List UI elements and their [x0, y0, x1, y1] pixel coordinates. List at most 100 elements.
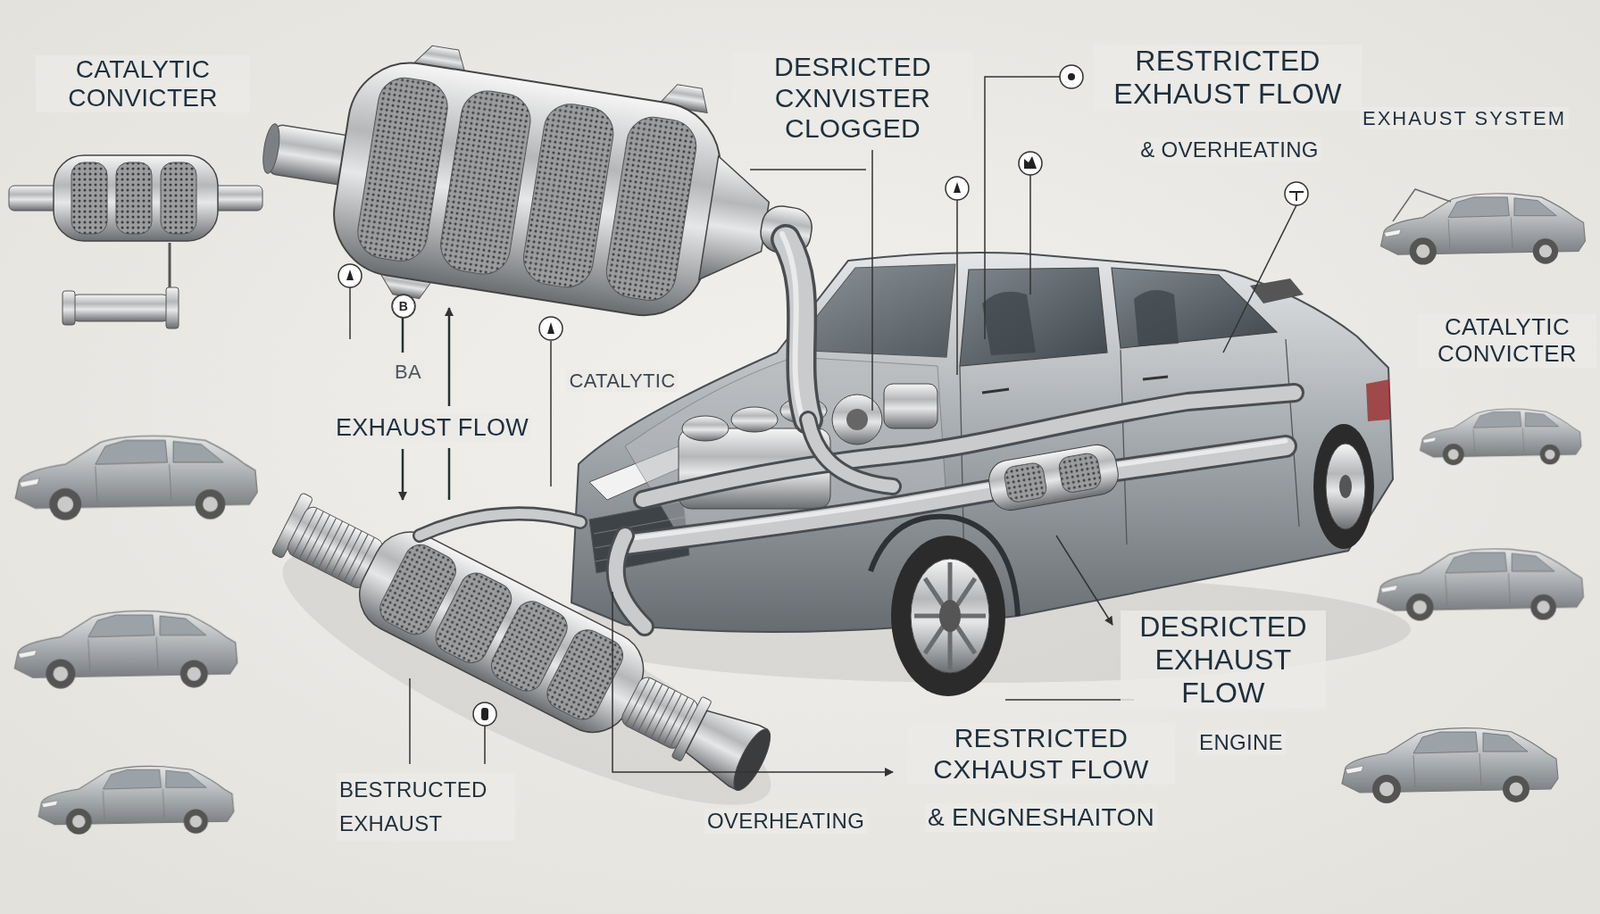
pipe-part	[166, 287, 179, 329]
exhaust-pipe	[616, 535, 645, 627]
flow-arrow	[402, 308, 450, 500]
car-illustration	[982, 376, 1168, 393]
wheel	[1325, 443, 1366, 530]
leader-line	[349, 287, 351, 340]
car-illustration	[731, 407, 778, 433]
converter-large	[325, 53, 729, 325]
car-thumbnail	[14, 189, 1585, 835]
callout-icon	[1024, 156, 1037, 169]
converter-large	[519, 100, 617, 292]
converter-large	[354, 74, 452, 266]
callout-label: OVERHEATING	[704, 808, 867, 834]
converter-large	[602, 113, 700, 305]
wheel	[1339, 475, 1352, 499]
exhaust-pipe	[419, 513, 581, 536]
exhaust-pipe	[1057, 451, 1102, 494]
callout-icon	[547, 322, 555, 334]
flow-label: BA	[391, 360, 425, 384]
converter-small	[116, 162, 152, 234]
exhaust-pipe	[1002, 461, 1048, 504]
wheel	[910, 558, 990, 674]
wheel	[891, 535, 1006, 697]
callout-icon	[473, 702, 497, 726]
leader-line	[1056, 535, 1113, 625]
car-thumbnail	[14, 610, 237, 689]
callout-subheading: & OVERHEATING	[1137, 137, 1322, 163]
car-thumbnail	[1419, 408, 1582, 466]
exhaust-pipe	[808, 419, 893, 487]
pipe-part	[71, 294, 170, 322]
exhaust-pipe	[642, 392, 1295, 500]
car-illustration	[846, 408, 868, 431]
converter-small	[160, 162, 197, 234]
converter-lower	[292, 508, 375, 585]
converter-small	[53, 155, 218, 242]
callout-subheading: & ENGNESHAITON	[925, 803, 1158, 833]
exhaust-pipe	[985, 441, 1122, 514]
exhaust-pipe	[625, 446, 1286, 545]
part-title: CATALYTIC CONVICTER	[1417, 314, 1597, 368]
exhaust-pipe	[419, 233, 1295, 627]
callout-heading: DESRICTED CXNVISTER CLOGGED	[732, 51, 974, 145]
leader-line	[1029, 175, 1032, 295]
callout-icon	[1284, 182, 1309, 206]
callout-icon	[539, 316, 563, 341]
car-illustration	[982, 290, 1179, 356]
converter-lower	[726, 725, 777, 796]
pipe-part	[168, 242, 172, 292]
leader-line	[612, 591, 893, 773]
wheel	[939, 600, 961, 633]
exhaust-pipe	[985, 441, 1122, 514]
pipe-part	[62, 242, 179, 329]
exhaust-pipe	[419, 513, 581, 536]
car-illustration	[682, 416, 729, 442]
callout-icon	[481, 708, 489, 721]
callout-icon	[945, 176, 969, 200]
car-thumbnail	[38, 766, 234, 834]
leader-line	[984, 76, 1060, 340]
converter-small	[8, 155, 263, 242]
part-label: ENGINE	[1196, 730, 1286, 756]
exhaust-pipe	[782, 233, 802, 417]
leader-line	[1223, 205, 1297, 353]
wheel	[914, 562, 986, 670]
car-thumbnail	[1392, 189, 1451, 222]
wheel	[1313, 424, 1375, 550]
car-thumbnail	[15, 435, 258, 520]
leader-line	[1005, 699, 1134, 701]
callout-icon	[391, 294, 416, 318]
flow-label: EXHAUST FLOW	[333, 414, 532, 442]
exhaust-pipe	[642, 392, 1295, 500]
exhaust-pipe	[808, 419, 893, 487]
car-illustration	[832, 394, 883, 445]
callout-heading: RESTRICTED EXHAUST FLOW	[1093, 44, 1362, 111]
leader-line	[550, 341, 552, 487]
callout-label: BESTRUCTED EXHAUST	[336, 773, 516, 842]
callout-icon	[1289, 191, 1304, 201]
leader-line	[956, 200, 959, 375]
callout-icon	[338, 264, 362, 288]
converter-small	[71, 162, 108, 234]
callout-icon	[1059, 65, 1084, 89]
car-thumbnail	[1376, 549, 1584, 622]
callout-icon	[1018, 151, 1042, 175]
car-illustration	[1366, 379, 1390, 422]
callout-icon	[1067, 73, 1075, 81]
car-thumbnail	[1341, 728, 1559, 804]
callout-heading: RESTRICTED CXHAUST FLOW	[907, 723, 1175, 785]
leader-line	[750, 168, 867, 171]
car-thumbnail	[1380, 193, 1585, 266]
converter-large	[260, 123, 284, 175]
flow-arrow	[401, 317, 405, 353]
section-label: EXHAUST SYSTEM	[1359, 107, 1569, 130]
car-illustration	[883, 383, 938, 429]
callout-icon	[953, 182, 961, 193]
callout-heading: DESRICTED EXHAUST FLOW	[1120, 610, 1326, 709]
leader-line	[408, 678, 411, 765]
converter-lower	[346, 519, 657, 746]
flow-arrow	[448, 448, 451, 500]
converter-lower	[541, 624, 629, 725]
flow-arrow	[448, 308, 451, 407]
